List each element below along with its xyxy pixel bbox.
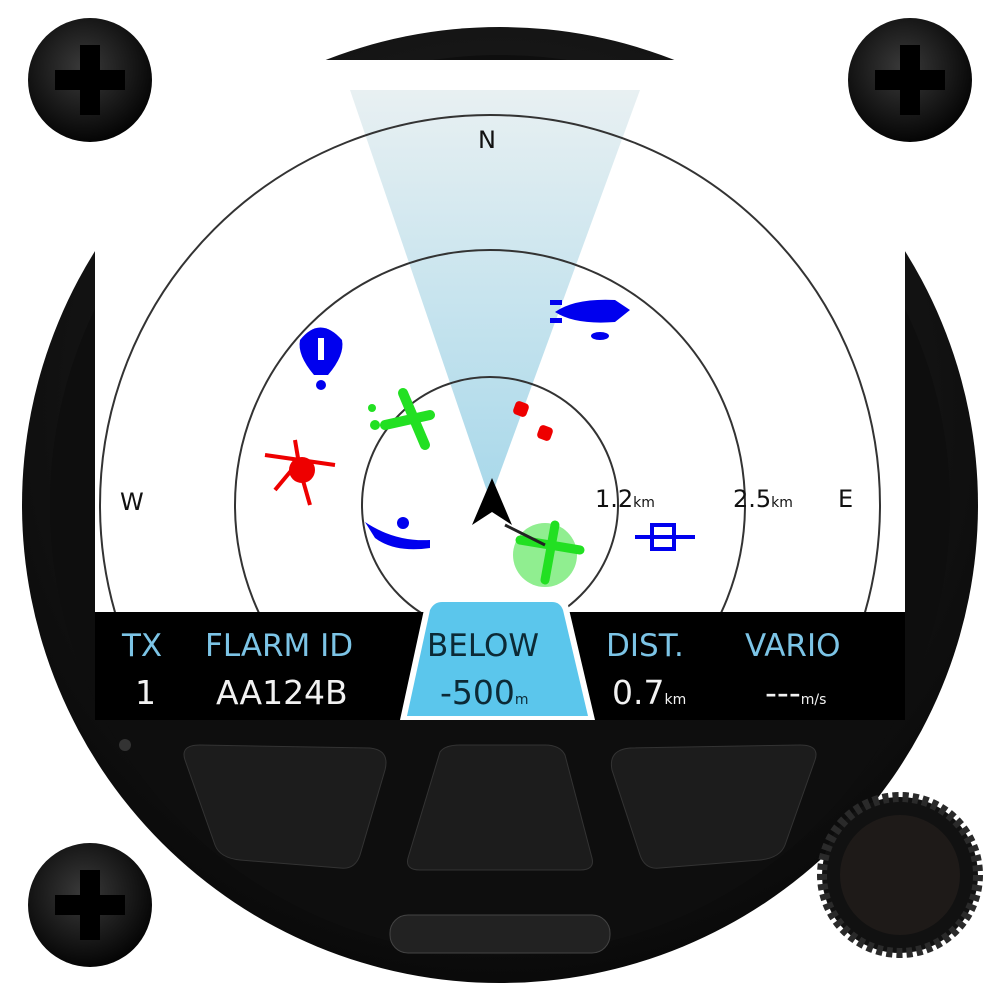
glider-green-icon: [368, 388, 435, 450]
vertical-label: BELOW: [427, 628, 540, 664]
vario-number: ---: [765, 673, 801, 712]
bottom-slot-button[interactable]: [389, 914, 611, 954]
vario-value: ---m/s: [765, 673, 826, 712]
distance-value: 0.7km: [612, 673, 686, 712]
vario-label: VARIO: [745, 628, 841, 664]
vertical-value: -500m: [440, 673, 529, 712]
range-value: 2.5: [733, 485, 772, 513]
vario-unit: m/s: [800, 692, 827, 708]
vertical-separation-card[interactable]: [407, 602, 588, 716]
compass-east: E: [838, 485, 854, 513]
paraglider-icon: [365, 517, 430, 550]
vertical-number: -500: [440, 673, 515, 712]
compass-north: N: [478, 126, 496, 154]
compass-west: W: [120, 488, 144, 516]
selected-traffic-icon: [504, 520, 585, 587]
screw-top-left: [28, 18, 152, 142]
own-aircraft-icon: [472, 478, 512, 525]
radar-screen: [95, 60, 905, 612]
airship-icon: [550, 299, 630, 340]
tx-label: TX: [122, 628, 163, 664]
tx-value: 1: [135, 673, 156, 712]
distance-unit: km: [664, 692, 687, 708]
distance-number: 0.7: [612, 673, 665, 712]
screw-top-right: [848, 18, 972, 142]
screw-bottom-left: [28, 843, 152, 967]
range-label-inner: 1.2km: [595, 485, 655, 513]
drone-icon: [264, 439, 336, 506]
vertical-unit: m: [514, 692, 529, 708]
flarm-id-label: FLARM ID: [205, 628, 354, 664]
flarm-id-value: AA124B: [216, 673, 348, 712]
range-label-middle: 2.5km: [733, 485, 793, 513]
range-ring-outer: [99, 114, 881, 612]
obstacle-icon: [513, 401, 553, 441]
right-button[interactable]: [610, 744, 817, 869]
range-ring-inner: [361, 376, 619, 612]
distance-label: DIST.: [606, 628, 684, 664]
left-button[interactable]: [183, 744, 387, 869]
balloon-icon: [299, 327, 343, 390]
range-unit: km: [633, 495, 655, 511]
range-ring-middle: [234, 249, 746, 612]
middle-button[interactable]: [407, 744, 593, 871]
light-sensor: [119, 739, 131, 751]
hangglider-icon: [635, 523, 695, 551]
range-value: 1.2: [595, 485, 634, 513]
range-unit: km: [771, 495, 793, 511]
north-cone: [350, 90, 640, 500]
